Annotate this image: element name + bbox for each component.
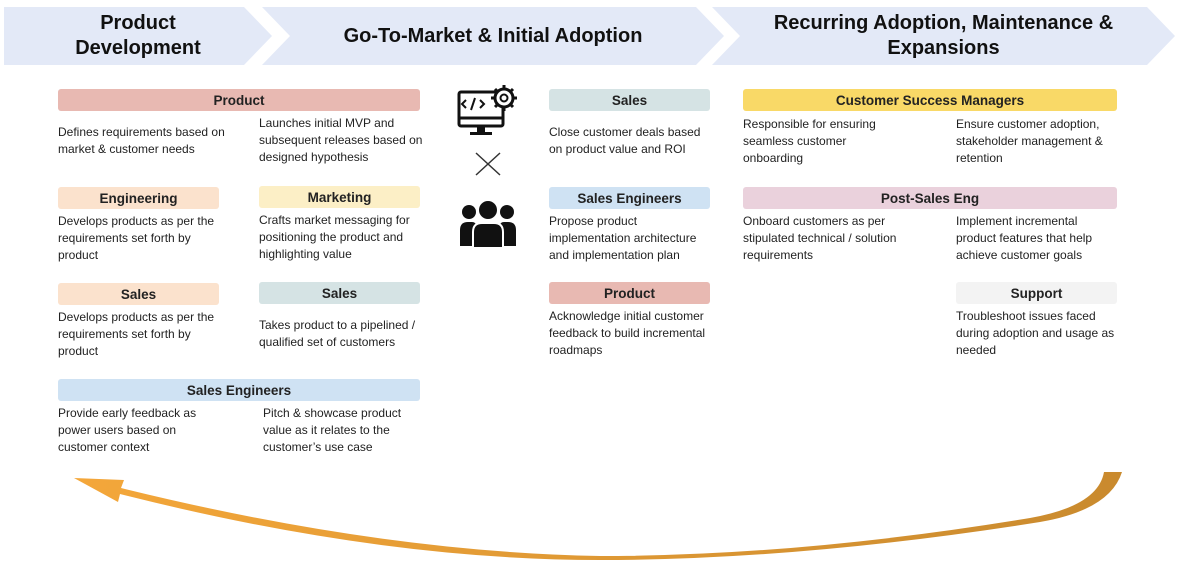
- product-dev-sales-engineers-label: Sales Engineers: [58, 379, 420, 401]
- stage-title: Product Development: [75, 12, 201, 59]
- product-dev-marketing-label: Marketing: [259, 186, 420, 208]
- stage-title: Go-To-Market & Initial Adoption: [343, 24, 643, 47]
- product-dev-engineering-desc: Develops products as per the requirement…: [58, 214, 215, 262]
- product-dev-product-label: Product: [58, 89, 420, 111]
- product-dev-sales-engineers-desc-left: Provide early feedback as power users ba…: [58, 406, 197, 454]
- gtm-sales-engineers-label: Sales Engineers: [549, 187, 710, 209]
- recurring-support-label: Support: [956, 282, 1117, 304]
- product-dev-sales-engineers-desc-right: Pitch & showcase product value as it rel…: [263, 406, 402, 454]
- gtm-sales-engineers-desc: Propose product implementation architect…: [549, 214, 697, 262]
- gtm-sales-desc: Close customer deals based on product va…: [549, 125, 701, 156]
- product-dev-sales-label-right: Sales: [259, 282, 420, 304]
- computer-code-gear-icon: [457, 85, 517, 135]
- recurring-post-sales-desc-right: Implement incremental product features t…: [956, 214, 1093, 262]
- product-dev-sales-desc-right: Takes product to a pipelined / qualified…: [259, 318, 416, 349]
- product-dev-product-desc-left: Defines requirements based on market & c…: [58, 125, 225, 156]
- gtm-product-desc: Acknowledge initial customer feedback to…: [549, 309, 706, 357]
- recurring-support-desc: Troubleshoot issues faced during adoptio…: [956, 309, 1115, 357]
- stage-product-development: Product Development: [4, 7, 272, 65]
- product-dev-product-desc-right: Launches initial MVP and subsequent rele…: [259, 116, 423, 164]
- product-dev-sales-label-left: Sales: [58, 283, 219, 305]
- stage-recurring-adoption: Recurring Adoption, Maintenance & Expans…: [712, 7, 1175, 65]
- cross-icon: [475, 152, 501, 176]
- product-dev-engineering-label: Engineering: [58, 187, 219, 209]
- recurring-post-sales-desc-left: Onboard customers as per stipulated tech…: [743, 214, 897, 262]
- stage-go-to-market: Go-To-Market & Initial Adoption: [262, 7, 724, 65]
- product-dev-marketing-desc: Crafts market messaging for positioning …: [259, 213, 410, 261]
- gtm-product-label: Product: [549, 282, 710, 304]
- product-dev-sales-desc-left: Develops products as per the requirement…: [58, 310, 215, 358]
- recurring-post-sales-label: Post-Sales Eng: [743, 187, 1117, 209]
- recurring-csm-desc-left: Responsible for ensuring seamless custom…: [743, 117, 876, 165]
- recurring-csm-label: Customer Success Managers: [743, 89, 1117, 111]
- team-icon: [460, 199, 516, 249]
- gtm-sales-label: Sales: [549, 89, 710, 111]
- recurring-csm-desc-right: Ensure customer adoption, stakeholder ma…: [956, 117, 1103, 165]
- feedback-loop-arrow: [74, 472, 1122, 560]
- stage-title: Recurring Adoption, Maintenance & Expans…: [773, 12, 1114, 59]
